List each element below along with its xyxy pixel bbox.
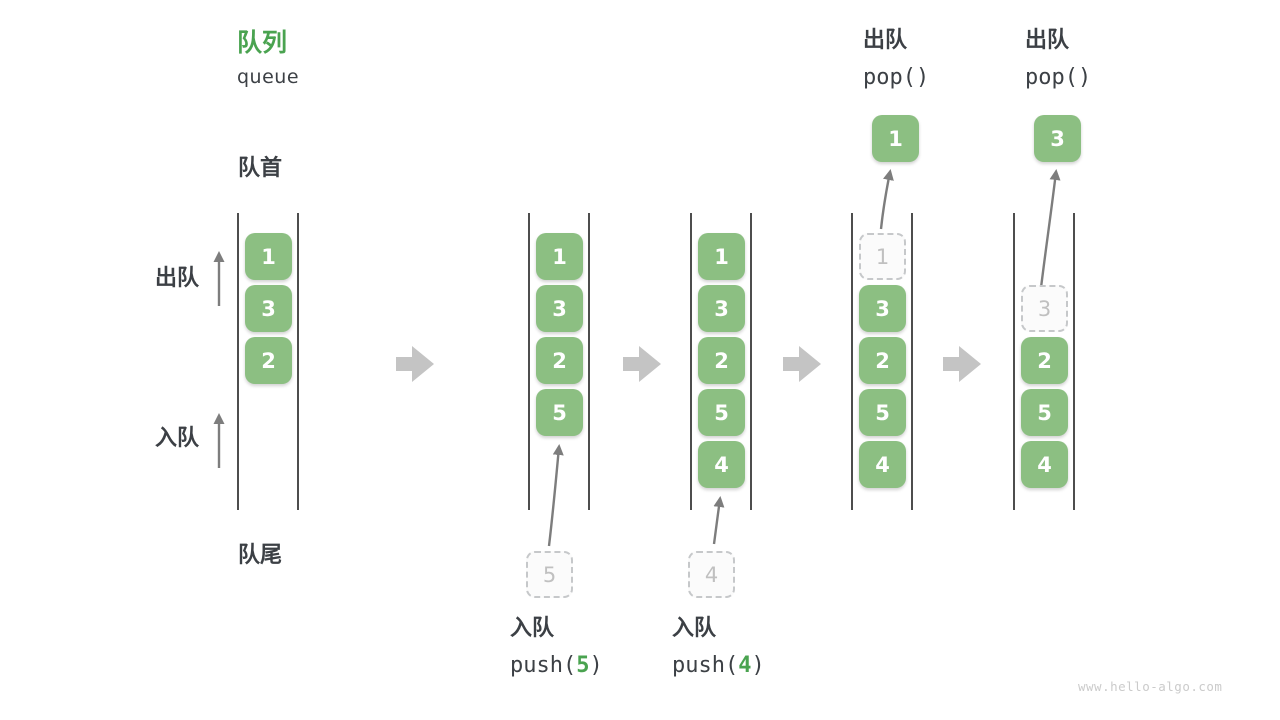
queue-element-4: 4 [1021, 441, 1068, 488]
op-caption-label: 入队 [672, 616, 717, 641]
removed-slot-3: 3 [1021, 285, 1068, 332]
queue-element-4: 4 [698, 441, 745, 488]
label-dequeue: 出队 [155, 266, 200, 291]
popped-element-3: 3 [1034, 115, 1081, 162]
op-caption-code: push(5) [510, 653, 603, 678]
op-header-after-pop-3: 出队 pop() [1025, 28, 1091, 91]
code-arg: 4 [738, 653, 752, 679]
queue-element-2: 2 [859, 337, 906, 384]
diagram-title-zh: 队列 [237, 28, 288, 57]
op-header-code: pop() [863, 65, 930, 91]
op-header-label: 出队 [1025, 28, 1070, 53]
op-header-code: pop() [1025, 65, 1092, 91]
queue-element-5: 5 [1021, 389, 1068, 436]
op-header-after-pop-1: 出队 pop() [863, 28, 929, 91]
op-header-label: 出队 [863, 28, 908, 53]
queue-element-5: 5 [536, 389, 583, 436]
queue-element-3: 3 [245, 285, 292, 332]
transition-arrow-2 [623, 346, 661, 382]
incoming-element-4: 4 [688, 551, 735, 598]
queue-element-2: 2 [245, 337, 292, 384]
queue-element-5: 5 [698, 389, 745, 436]
label-queue-front: 队首 [238, 156, 283, 181]
queue-element-1: 1 [698, 233, 745, 280]
code-post: ) [589, 653, 603, 679]
queue-lane-after-pop-3 [1013, 213, 1075, 510]
popped-element-1: 1 [872, 115, 919, 162]
queue-element-3: 3 [536, 285, 583, 332]
code-pre: push( [672, 653, 739, 679]
queue-lane-after-pop-1 [851, 213, 913, 510]
op-caption-after-push-4: 入队 push(4) [672, 616, 765, 679]
title-block: 队列 queue [237, 30, 299, 87]
transition-arrow-1 [396, 346, 434, 382]
incoming-element-5: 5 [526, 551, 573, 598]
label-queue-rear: 队尾 [238, 543, 283, 568]
code-pre: push( [510, 653, 577, 679]
diagram-title-en: queue [237, 66, 300, 88]
code-post: ) [751, 653, 765, 679]
queue-lane-after-push-5 [528, 213, 590, 510]
transition-arrow-4 [943, 346, 981, 382]
queue-element-5: 5 [859, 389, 906, 436]
queue-lane-initial [237, 213, 299, 510]
op-caption-after-push-5: 入队 push(5) [510, 616, 603, 679]
transition-arrow-3 [783, 346, 821, 382]
queue-element-1: 1 [536, 233, 583, 280]
code-arg: 5 [576, 653, 590, 679]
queue-lane-after-push-4 [690, 213, 752, 510]
label-enqueue: 入队 [155, 426, 200, 451]
op-caption-code: push(4) [672, 653, 765, 678]
queue-element-2: 2 [1021, 337, 1068, 384]
watermark: www.hello-algo.com [1078, 679, 1223, 694]
queue-element-2: 2 [536, 337, 583, 384]
removed-slot-1: 1 [859, 233, 906, 280]
op-caption-label: 入队 [510, 616, 555, 641]
queue-element-1: 1 [245, 233, 292, 280]
queue-element-3: 3 [698, 285, 745, 332]
queue-element-4: 4 [859, 441, 906, 488]
queue-element-3: 3 [859, 285, 906, 332]
queue-element-2: 2 [698, 337, 745, 384]
